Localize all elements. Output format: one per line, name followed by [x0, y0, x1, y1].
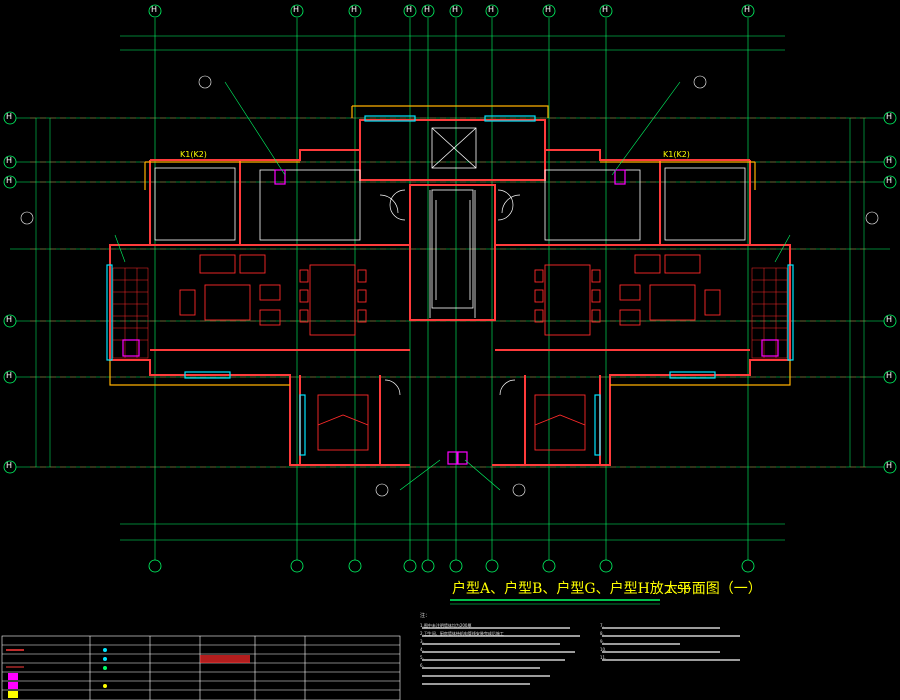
fixtures: [122, 169, 779, 465]
axis-label: H: [6, 315, 13, 324]
axis-label: H: [744, 5, 751, 14]
balcony-hatch: [112, 267, 788, 359]
note-line: 8.: [600, 631, 604, 636]
axis-label: H: [151, 5, 158, 14]
centerlines: [30, 117, 870, 468]
note-line: 7.: [600, 623, 604, 628]
axis-label: H: [6, 112, 13, 121]
windows: [106, 115, 794, 456]
notes-column-b: 7. 8. 9. 10. 11.: [600, 622, 790, 662]
notes-column-a: 1.图中未注明墙体均为200厚 2.卫生间、厨房墙体待机电管线安装完成后施工 3…: [420, 622, 610, 670]
note-line: 11.: [600, 655, 607, 660]
notes-block: 注： 1.图中未注明墙体均为200厚 2.卫生间、厨房墙体待机电管线安装完成后施…: [420, 612, 890, 698]
drawing-scale: 1:50: [666, 583, 691, 596]
axis-label: H: [6, 156, 13, 165]
furniture: [179, 254, 721, 451]
callout-bubbles: [20, 75, 879, 497]
note-line: 6.: [420, 663, 424, 668]
note-line: 4.: [420, 647, 424, 652]
axis-label: H: [886, 371, 893, 380]
axis-label: H: [424, 5, 431, 14]
axis-label: H: [602, 5, 609, 14]
notes-heading: 注：: [420, 613, 431, 619]
axis-label: H: [886, 112, 893, 121]
axis-label: H: [545, 5, 552, 14]
notes-text-strokes: [422, 627, 740, 685]
legend-swatches: [6, 648, 250, 698]
leaders: [114, 81, 791, 491]
note-line: 3.: [420, 639, 424, 644]
balcony-outline: [109, 105, 791, 386]
axis-label: H: [6, 371, 13, 380]
unit-label-left: K1(K2): [180, 150, 207, 159]
axis-label: H: [886, 461, 893, 470]
room-partitions: [154, 167, 746, 318]
axis-label: H: [886, 176, 893, 185]
axis-label: H: [6, 176, 13, 185]
walls: [109, 119, 791, 466]
legend: [0, 636, 410, 700]
note-line: 2.卫生间、厨房墙体待机电管线安装完成后施工: [420, 631, 504, 636]
drawing-title: 户型A、户型B、户型G、户型H放大平面图（一）: [452, 581, 762, 597]
axis-grid: [154, 18, 749, 560]
dimension-lines: [35, 35, 865, 541]
axis-label: H: [293, 5, 300, 14]
axis-label: H: [406, 5, 413, 14]
elevator-shafts: [431, 127, 477, 169]
axis-label: H: [351, 5, 358, 14]
note-line: 9.: [600, 639, 604, 644]
axis-label: H: [886, 156, 893, 165]
note-line: 10.: [600, 647, 607, 652]
note-line: 1.图中未注明墙体均为200厚: [420, 623, 472, 628]
doors: [379, 189, 521, 396]
axis-label: H: [488, 5, 495, 14]
note-line: 5.: [420, 655, 424, 660]
axis-bubbles: [3, 4, 897, 573]
axis-label: H: [886, 315, 893, 324]
axis-label: H: [6, 461, 13, 470]
axis-label: H: [452, 5, 459, 14]
axis-grid-h: [10, 117, 890, 468]
unit-label-right: K1(K2): [663, 150, 690, 159]
